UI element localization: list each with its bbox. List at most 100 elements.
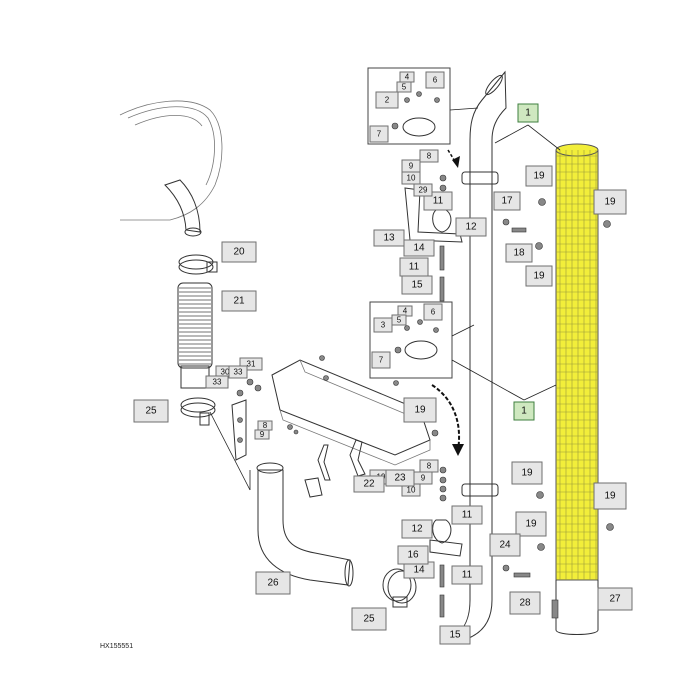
callout-6-top: 6 xyxy=(425,71,445,89)
engine-housing xyxy=(119,100,223,237)
callout-box xyxy=(419,149,439,163)
callout-label: 30 xyxy=(221,368,230,377)
diagram-footer-code: HX155551 xyxy=(100,643,133,650)
callout-10-top: 10 xyxy=(401,171,421,185)
callout-label: 14 xyxy=(413,243,425,254)
callout-box xyxy=(423,303,443,321)
callout-label: 28 xyxy=(519,598,531,609)
callout-label: 5 xyxy=(397,316,402,325)
callout-box xyxy=(451,505,483,525)
callout-label: 13 xyxy=(383,233,395,244)
callout-6-mid: 6 xyxy=(423,303,443,321)
callout-label: 6 xyxy=(431,308,436,317)
callout-16: 16 xyxy=(397,545,429,565)
callout-11-c: 11 xyxy=(451,505,483,525)
callout-15-low: 15 xyxy=(439,625,471,645)
callout-11-d: 11 xyxy=(451,565,483,585)
callout-21: 21 xyxy=(221,290,257,312)
callout-box xyxy=(205,375,229,389)
callout-box xyxy=(593,482,627,510)
callout-label: 8 xyxy=(427,152,432,161)
callout-22: 22 xyxy=(353,475,385,493)
callout-label: 11 xyxy=(462,510,473,521)
callout-9-top: 9 xyxy=(401,159,421,173)
callout-box xyxy=(493,191,521,211)
callout-box xyxy=(505,243,533,263)
callout-label: 19 xyxy=(533,171,545,182)
callout-17: 17 xyxy=(493,191,521,211)
callout-box xyxy=(509,591,541,615)
muffler-housing xyxy=(271,355,439,466)
callout-box xyxy=(425,71,445,89)
callout-label: 19 xyxy=(533,271,545,282)
callout-26: 26 xyxy=(255,571,291,595)
hose-clamp-bottom xyxy=(180,397,216,426)
callout-box xyxy=(353,475,385,493)
callout-label: 2 xyxy=(385,96,390,105)
callout-label: 33 xyxy=(213,378,222,387)
callout-label: 5 xyxy=(402,83,407,92)
callout-7-mid: 7 xyxy=(371,351,391,369)
hose-clamp-top xyxy=(178,254,218,275)
callout-box xyxy=(455,217,487,237)
callout-label: 9 xyxy=(260,430,265,439)
callout-box xyxy=(451,565,483,585)
elbow-pipe xyxy=(256,462,354,587)
callout-box xyxy=(525,265,553,287)
callout-box xyxy=(517,103,539,123)
callout-box xyxy=(515,511,547,537)
callout-15-top: 15 xyxy=(401,275,433,295)
callout-28: 28 xyxy=(509,591,541,615)
flex-hose xyxy=(177,282,213,389)
callout-7-top: 7 xyxy=(369,125,389,143)
callout-label: 9 xyxy=(421,474,426,483)
callout-8-small: 8 xyxy=(257,420,273,431)
callout-1-top: 1 xyxy=(517,103,539,123)
callout-label: 1 xyxy=(525,108,531,119)
callout-27: 27 xyxy=(597,587,633,611)
callout-19-c: 19 xyxy=(593,189,627,215)
callout-9-small: 9 xyxy=(254,429,270,440)
callout-label: 10 xyxy=(407,174,416,183)
callout-5-top: 5 xyxy=(396,81,412,93)
callout-label: 4 xyxy=(405,73,410,82)
callout-label: 3 xyxy=(381,321,386,330)
callout-box xyxy=(597,587,633,611)
callout-18: 18 xyxy=(505,243,533,263)
callout-label: 19 xyxy=(604,491,616,502)
callout-label: 4 xyxy=(403,307,408,316)
callout-box xyxy=(221,241,257,263)
rotation-arrow xyxy=(431,149,464,456)
callout-23: 23 xyxy=(385,469,415,487)
callout-25-b: 25 xyxy=(351,607,387,631)
callout-2: 2 xyxy=(375,91,399,109)
callout-9-low: 9 xyxy=(413,471,433,485)
callout-label: 19 xyxy=(604,197,616,208)
callout-11-b: 11 xyxy=(399,257,429,277)
callout-33-a: 33 xyxy=(228,365,248,379)
callout-box xyxy=(351,607,387,631)
shield-fasteners xyxy=(502,198,614,578)
callout-box xyxy=(396,81,412,93)
callout-label: 14 xyxy=(413,565,425,576)
callout-label: 20 xyxy=(233,247,245,258)
callout-12-low: 12 xyxy=(401,519,433,539)
callout-box xyxy=(513,401,535,421)
callout-box xyxy=(403,239,435,257)
callout-label: 25 xyxy=(145,406,157,417)
callout-label: 17 xyxy=(501,196,513,207)
callout-box xyxy=(369,125,389,143)
callout-19-b: 19 xyxy=(525,265,553,287)
callout-12-top: 12 xyxy=(455,217,487,237)
callout-label: 27 xyxy=(609,594,621,605)
callout-box xyxy=(489,533,521,557)
callout-box xyxy=(254,429,270,440)
callout-box xyxy=(401,171,421,185)
callout-label: 6 xyxy=(433,76,438,85)
callout-label: 1 xyxy=(521,406,527,417)
callout-8-low: 8 xyxy=(419,459,439,473)
callout-19-g: 19 xyxy=(515,511,547,537)
callout-box xyxy=(525,165,553,187)
callout-label: 21 xyxy=(233,296,245,307)
